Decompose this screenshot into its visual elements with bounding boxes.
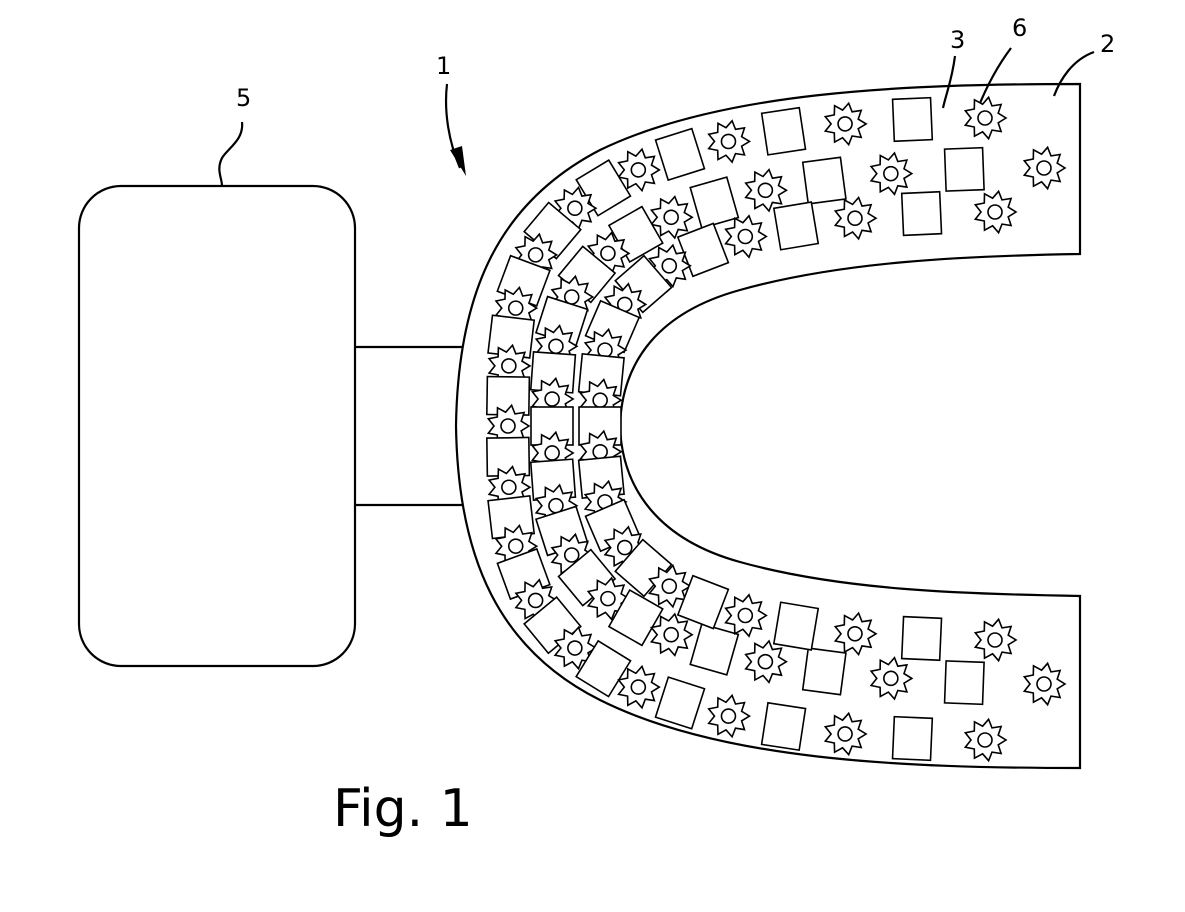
gear-hub bbox=[757, 653, 774, 670]
leader-3 bbox=[941, 55, 957, 109]
square-element bbox=[891, 715, 934, 762]
gear-hub bbox=[527, 247, 544, 263]
gear-hub bbox=[501, 358, 517, 374]
gear-hub bbox=[837, 726, 853, 742]
square-element bbox=[900, 190, 943, 237]
square-element bbox=[900, 615, 943, 662]
gear-hub bbox=[737, 228, 754, 245]
gear-hub bbox=[616, 539, 633, 556]
square-element bbox=[654, 676, 706, 730]
gear-hub bbox=[757, 182, 774, 199]
gear-hub bbox=[837, 116, 853, 132]
element-rows bbox=[486, 95, 1067, 763]
gear-hub bbox=[720, 708, 737, 724]
gear-hub bbox=[661, 258, 678, 274]
gear-hub bbox=[544, 445, 560, 461]
gear-hub bbox=[977, 732, 993, 748]
square-element bbox=[575, 639, 632, 698]
label-6: 6 bbox=[1012, 14, 1027, 42]
gear-hub bbox=[987, 204, 1003, 220]
gear-hub bbox=[883, 670, 899, 687]
square-element bbox=[760, 106, 807, 156]
square-element bbox=[891, 96, 934, 143]
control-unit-box bbox=[77, 184, 357, 668]
gear-hub bbox=[630, 679, 647, 695]
gear-hub bbox=[567, 640, 583, 656]
label-2: 2 bbox=[1100, 30, 1115, 58]
label-1: 1 bbox=[436, 52, 451, 80]
gear-hub bbox=[847, 625, 863, 642]
arrow-1-head bbox=[450, 146, 466, 176]
square-element bbox=[801, 156, 847, 205]
square-element bbox=[772, 601, 820, 651]
figure-caption: Fig. 1 bbox=[333, 779, 473, 839]
gear-hub bbox=[507, 300, 524, 316]
gear-hub bbox=[737, 607, 754, 624]
gear-hub bbox=[500, 418, 516, 434]
square-element bbox=[486, 436, 531, 477]
square-element bbox=[689, 176, 740, 229]
gear-hub bbox=[720, 133, 737, 150]
gear-hub bbox=[548, 338, 564, 355]
gear-hub bbox=[630, 162, 647, 178]
gear-hub bbox=[847, 210, 863, 227]
gear-hub bbox=[592, 392, 608, 409]
gear-hub bbox=[501, 479, 517, 496]
leader-5 bbox=[218, 121, 244, 187]
square-element bbox=[943, 660, 985, 706]
gear-hub bbox=[563, 547, 580, 563]
square-element bbox=[676, 222, 730, 278]
gear-hub bbox=[883, 165, 899, 182]
gear-hub bbox=[663, 626, 679, 643]
square-element bbox=[689, 623, 740, 676]
gear-hub bbox=[544, 391, 560, 407]
gear-hub bbox=[661, 578, 678, 594]
gear-hub bbox=[1036, 160, 1052, 176]
leader-2 bbox=[1052, 50, 1095, 97]
gear-hub bbox=[977, 110, 993, 126]
label-3: 3 bbox=[950, 26, 965, 54]
gear-hub bbox=[600, 245, 616, 262]
gear-hub bbox=[600, 590, 616, 607]
square-element bbox=[801, 647, 847, 696]
gear-hub bbox=[592, 443, 608, 460]
square-element bbox=[676, 574, 730, 630]
gear-hub bbox=[663, 209, 679, 226]
label-5: 5 bbox=[236, 84, 251, 112]
square-element bbox=[760, 701, 807, 752]
square-element bbox=[772, 201, 820, 251]
gear-hub bbox=[567, 200, 583, 217]
gear-hub bbox=[1036, 676, 1052, 692]
gear-hub bbox=[527, 592, 544, 609]
square-element bbox=[654, 127, 706, 182]
square-element bbox=[943, 146, 985, 192]
gear-hub bbox=[507, 538, 524, 554]
gear-hub bbox=[987, 632, 1003, 648]
